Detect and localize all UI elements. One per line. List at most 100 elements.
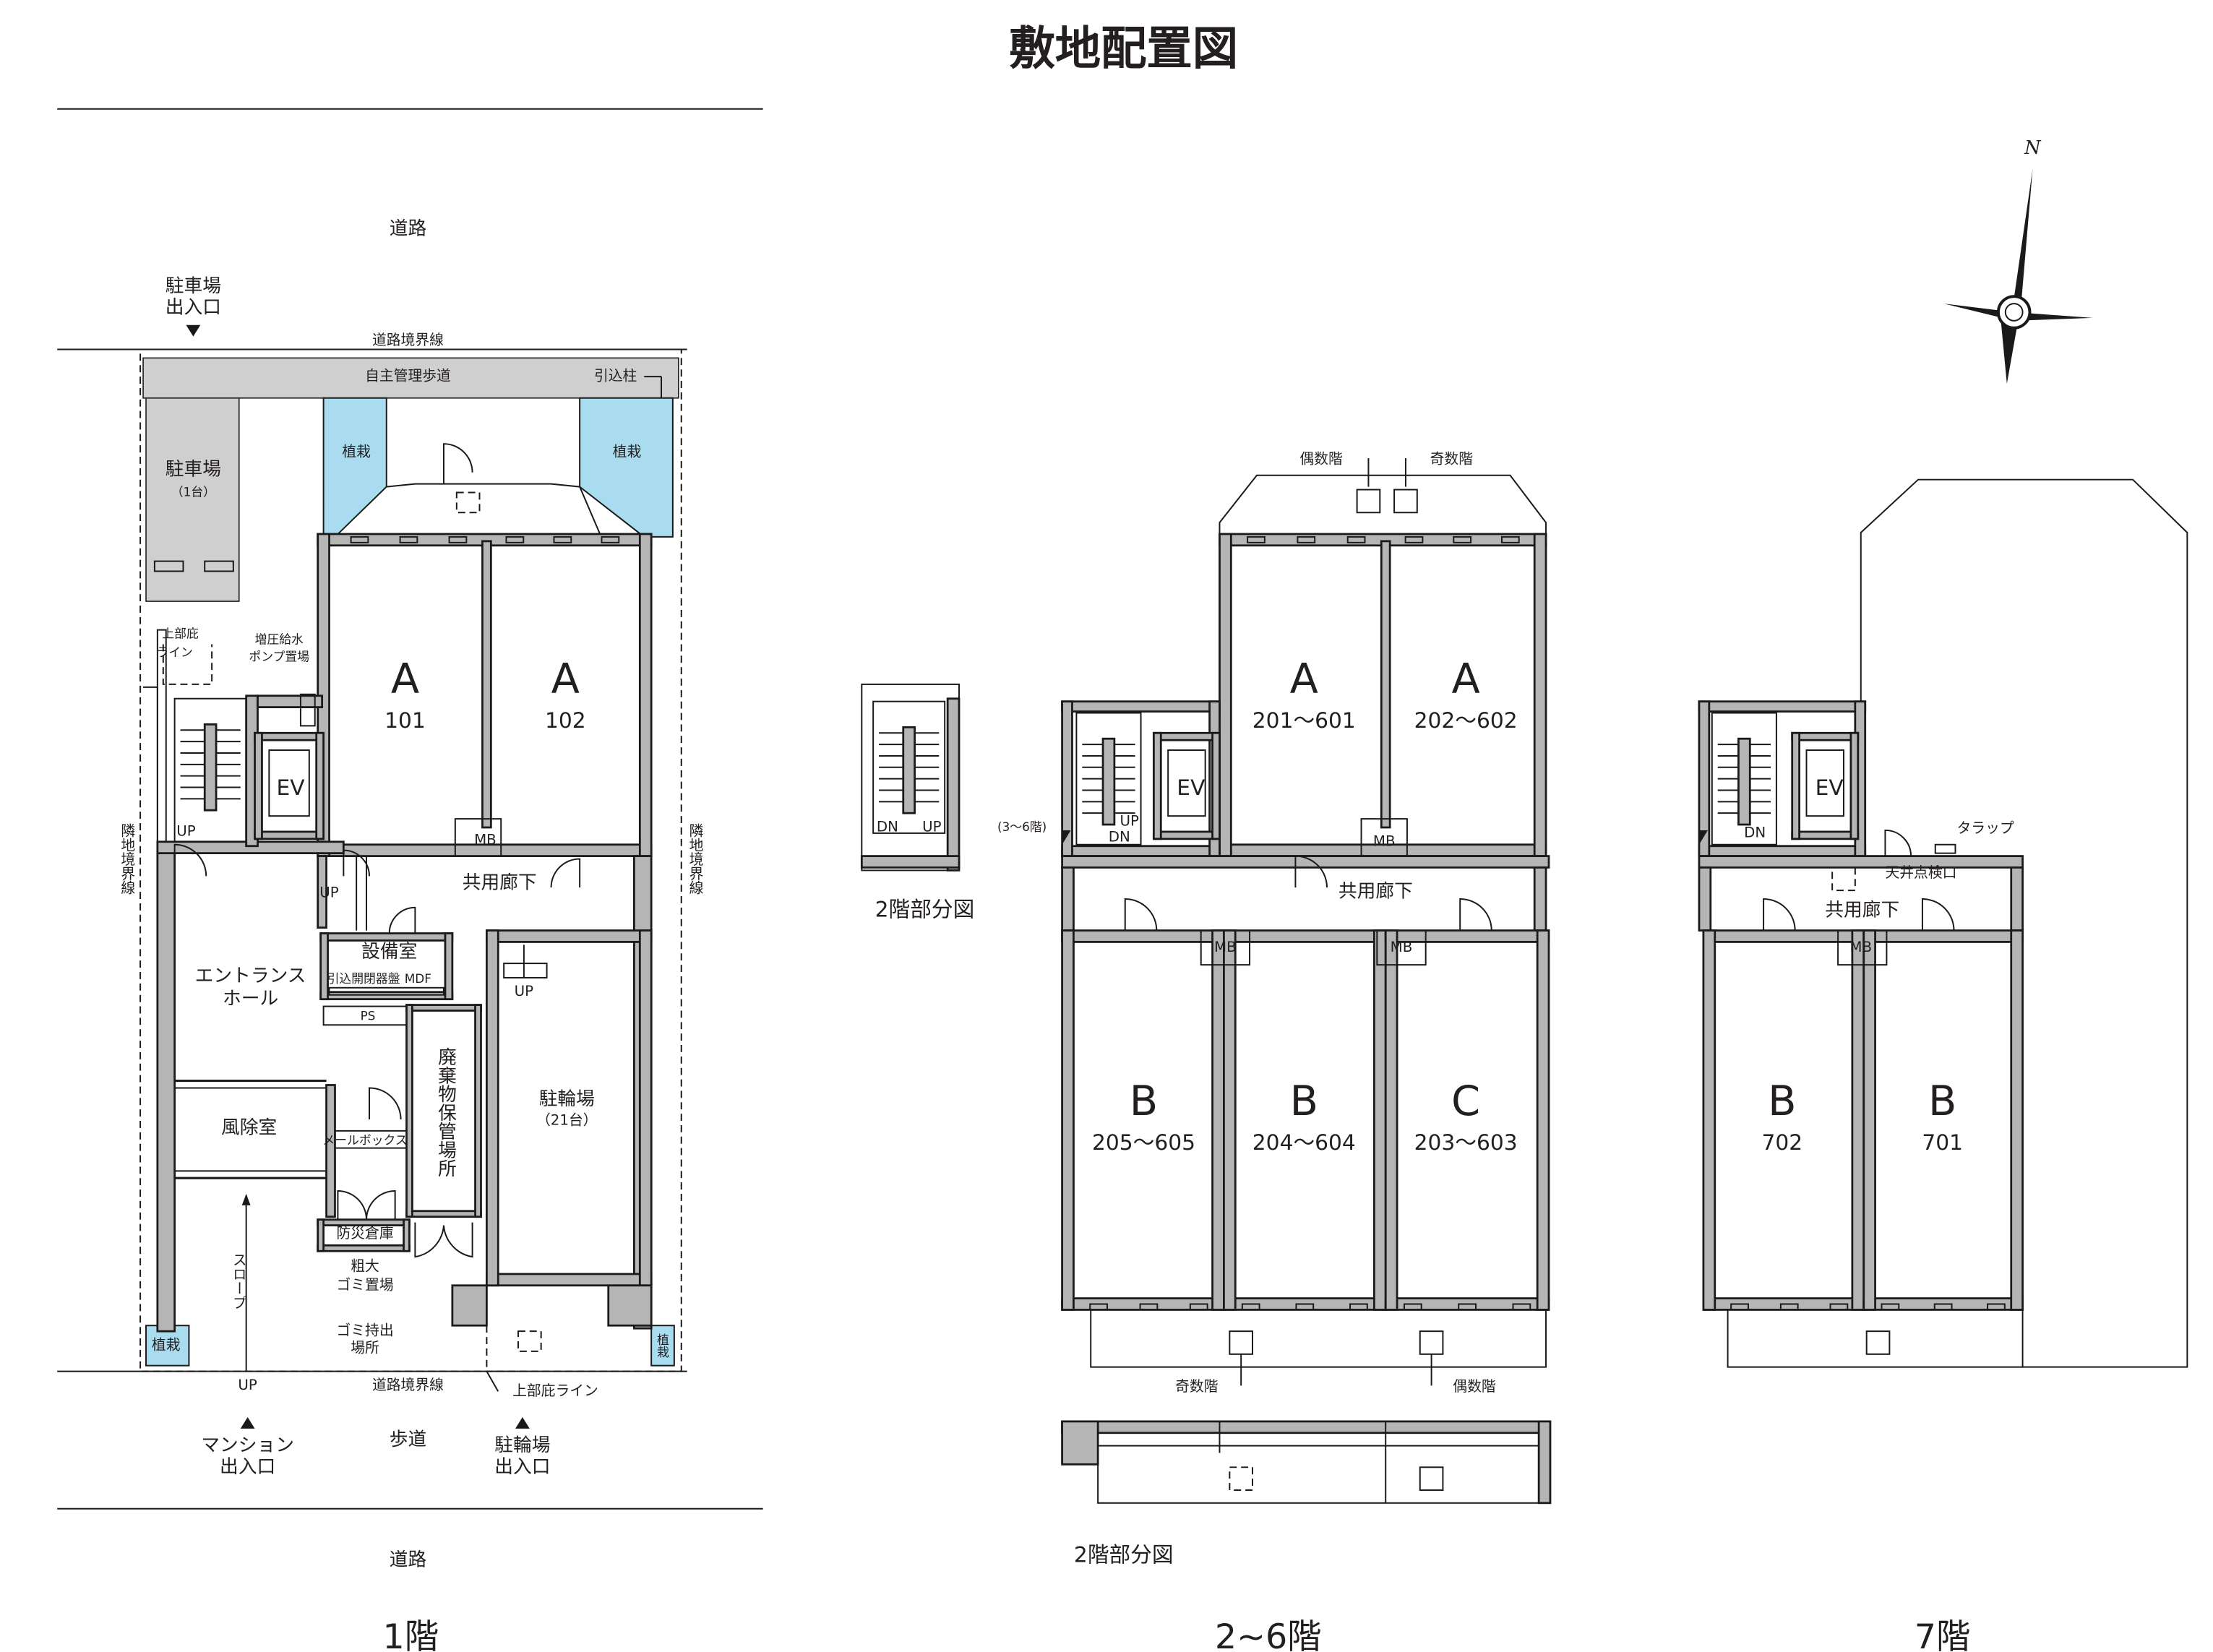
hatch-icon: [1229, 1466, 1254, 1491]
windbreak-room-label: 風除室: [221, 1117, 277, 1138]
wall: [451, 1284, 488, 1327]
down-arrow-icon: [186, 324, 201, 337]
door-swing: [550, 858, 581, 888]
unit-wall: [638, 533, 653, 857]
mailbox-unit: [334, 1130, 408, 1149]
even-floor-label: 偶数階: [1299, 450, 1343, 467]
unit-wall: [1223, 929, 1387, 943]
disaster-storage-wall: [403, 1218, 411, 1252]
site-boundary: [139, 348, 682, 1372]
stair-handrail: [1101, 737, 1116, 826]
unit-wall: [2010, 929, 2024, 1311]
escape-hatch: [1229, 1330, 1254, 1355]
window: [1404, 535, 1424, 543]
unit-wall: [1211, 929, 1225, 1311]
door-swing: [442, 443, 473, 484]
bicycle-entrance-label: 駐輪場: [494, 1434, 550, 1456]
window: [553, 535, 572, 543]
unit-wall: [1061, 929, 1075, 1311]
party-wall: [1380, 540, 1391, 829]
up-arrow-icon: [515, 1416, 530, 1429]
bicycle-parking-wall: [638, 929, 653, 1287]
boundary-top-label: 道路境界線: [372, 332, 444, 348]
escape-hatch: [1393, 489, 1418, 514]
bicycle-parking-wall: [486, 1273, 653, 1287]
pump-label: 増圧給水: [255, 632, 304, 647]
corridor-wall: [1698, 855, 2024, 869]
stair-handrail: [1737, 737, 1751, 826]
roof-outline: [1860, 478, 2188, 1368]
floor1-plan: 道路 道路 駐車場 出入口 道路境界線 道路境界線 隣地境界線 隣地境界線 自主…: [119, 218, 703, 1652]
wheel-stop: [153, 560, 184, 572]
wall: [860, 855, 961, 869]
escape-hatch: [1419, 1466, 1444, 1491]
wall: [2010, 866, 2024, 932]
corridor-wall: [1061, 855, 1550, 869]
up-label: UP: [319, 885, 338, 901]
road-bottom-label: 道路: [390, 1549, 427, 1571]
unit-wall: [1851, 929, 1865, 1311]
unit-number-label: 701: [1922, 1130, 1963, 1156]
unit-wall: [1536, 929, 1550, 1311]
even-floor-label: 偶数階: [1453, 1378, 1496, 1395]
wall: [607, 1284, 653, 1327]
mb-label: MB: [474, 831, 497, 848]
stair-handrail: [203, 723, 218, 812]
ev-car: [1805, 749, 1844, 817]
floor7-title: 7階: [1915, 1617, 1971, 1652]
pump-label-2: ポンプ置場: [249, 649, 309, 663]
unit-number-label: 102: [545, 708, 586, 733]
disaster-storage-wall: [317, 1218, 325, 1252]
mb-box: [1376, 929, 1427, 966]
canopy-line-label-2: ライン: [156, 645, 192, 659]
window: [601, 535, 620, 543]
floor7-plan: EV DN タラップ 天井点検口 共用廊下 MB B 702 B 701 7階: [1744, 775, 2014, 1652]
boundary-right-label: 隣地境界線: [687, 823, 703, 895]
wall: [1698, 866, 1712, 932]
wall: [257, 694, 324, 708]
corridor-label: 共用廊下: [1825, 899, 1899, 921]
service-pole-label: 引込柱: [594, 368, 637, 384]
parking-entrance-label: 駐車場: [166, 275, 221, 297]
up-label: UP: [922, 818, 941, 835]
planting-bed: [322, 397, 387, 538]
unit-wall: [1384, 929, 1398, 1311]
ceiling-hatch-label: 天井点検口: [1885, 864, 1956, 881]
waste-storage-wall: [405, 1004, 413, 1218]
unit-number-label: 702: [1762, 1130, 1803, 1156]
window: [1346, 535, 1366, 543]
floor2-6-title: 2~6階: [1215, 1617, 1322, 1652]
mb-label: MB: [1214, 939, 1237, 955]
equipment-room-label: 設備室: [361, 941, 417, 963]
ev-shaft-wall: [254, 731, 325, 741]
mdf-label: MDF: [405, 971, 431, 986]
ev-label: EV: [1177, 775, 1206, 801]
road-top-label: 道路: [390, 218, 427, 240]
entrance-hall-label: エントランス: [195, 965, 306, 986]
ev-shaft-wall: [1152, 731, 1162, 840]
plan-line: [486, 1371, 499, 1392]
dn-label: DN: [1744, 824, 1766, 840]
door-swing: [1921, 898, 1955, 931]
unit-number-label: 202～602: [1414, 708, 1518, 733]
unit-number-label: 203～603: [1414, 1130, 1518, 1156]
parking-space: [145, 397, 240, 602]
page-title: 敷地配置図: [1009, 22, 1238, 75]
up-label: UP: [176, 822, 195, 839]
ev-shaft-wall: [1791, 830, 1860, 840]
partial-2f-label: 2階部分図: [1074, 1543, 1174, 1568]
canopy-post: [156, 629, 167, 846]
dn-label: DN: [877, 818, 898, 835]
stair-wall: [1698, 700, 1867, 713]
wall: [1061, 866, 1075, 932]
wall: [1537, 1420, 1552, 1505]
unit-wall: [1862, 929, 1876, 1311]
bicycle-entrance-label-2: 出入口: [494, 1456, 550, 1478]
ev-shaft-wall: [1152, 731, 1221, 741]
sidewalk-label: 歩道: [390, 1429, 426, 1450]
equipment-room-wall: [319, 932, 329, 1001]
canopy-line-label: 上部庇: [162, 627, 199, 641]
planting-bed: [650, 1325, 675, 1367]
unit-wall: [1223, 929, 1237, 1311]
